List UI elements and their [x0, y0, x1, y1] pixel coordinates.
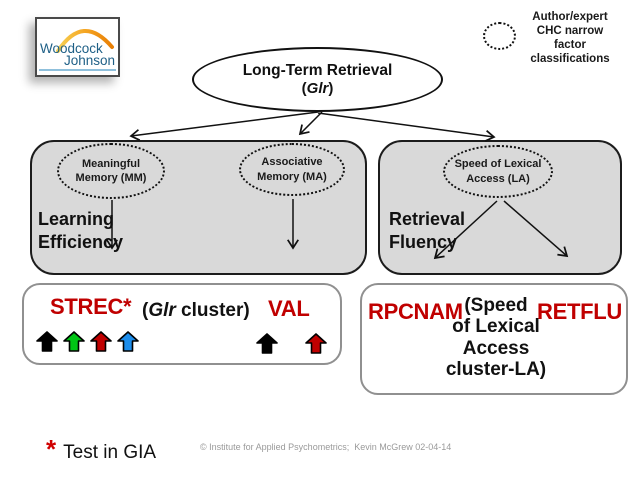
copyright-text: © Institute for Applied Psychometrics; K… — [200, 442, 452, 452]
up-arrow-red-icon — [305, 333, 327, 354]
rpcnam-test-label: RPCNAM — [368, 299, 463, 324]
glr-cluster-label: (Glr cluster) — [142, 300, 250, 321]
learning-efficiency-label: Learning Efficiency — [38, 209, 124, 252]
la-cluster-label: (Speed of Lexical Access cluster-LA) — [445, 295, 547, 381]
la-cluster-tests-box: RPCNAM (Speed of Lexical Access cluster-… — [360, 283, 628, 395]
connector-glr-to-left-box-middle — [298, 111, 323, 136]
up-arrow-blue-icon — [117, 331, 139, 352]
learning-efficiency-box: Meaningful Memory (MM) Associative Memor… — [30, 140, 367, 275]
logo-swoosh-icon — [56, 29, 114, 53]
retrieval-fluency-box: Speed of Lexical Access (LA) Retrieval F… — [378, 140, 622, 275]
glr-root-title: Long-Term Retrieval — [242, 61, 393, 79]
glr-root-node: Long-Term Retrieval (Glr) — [192, 47, 443, 112]
test-in-gia-text: Test in GIA — [63, 442, 157, 463]
retrieval-fluency-label: Retrieval Fluency — [389, 209, 466, 252]
up-arrow-black-icon — [36, 331, 58, 352]
associative-memory-ellipse: Associative Memory (MA) — [239, 143, 345, 196]
legend-label: Author/expert CHC narrow factor classifi… — [530, 11, 610, 66]
logo-text-johnson: Johnson — [63, 53, 115, 68]
up-arrow-green-icon — [63, 331, 85, 352]
speed-of-lexical-access-label: Speed of Lexical Access (LA) — [454, 158, 542, 185]
logo-underline — [39, 69, 116, 71]
woodcock-johnson-logo: Woodcock Johnson — [35, 17, 120, 77]
meaningful-memory-ellipse: Meaningful Memory (MM) — [57, 143, 165, 199]
up-arrow-red-icon — [90, 331, 112, 352]
test-in-gia-note: * Test in GIA — [46, 434, 156, 465]
glr-cluster-tests-box: STREC* (Glr cluster) VAL — [22, 283, 342, 365]
associative-memory-label: Associative Memory (MA) — [257, 156, 327, 183]
val-test-label: VAL — [268, 296, 310, 321]
connector-glr-to-left-box — [129, 111, 319, 141]
connector-glr-to-right-box — [317, 112, 496, 142]
red-asterisk: * — [46, 434, 57, 464]
meaningful-memory-label: Meaningful Memory (MM) — [75, 157, 147, 184]
logo-text-woodcock: Woodcock — [40, 41, 103, 56]
glr-root-code: (Glr) — [301, 80, 334, 98]
strec-test-label: STREC* — [50, 294, 132, 319]
retflu-test-label: RETFLU — [537, 299, 622, 324]
speed-of-lexical-access-ellipse: Speed of Lexical Access (LA) — [443, 145, 553, 198]
chc-narrow-factor-ellipse-icon — [483, 22, 516, 50]
up-arrow-black-icon — [256, 333, 278, 354]
